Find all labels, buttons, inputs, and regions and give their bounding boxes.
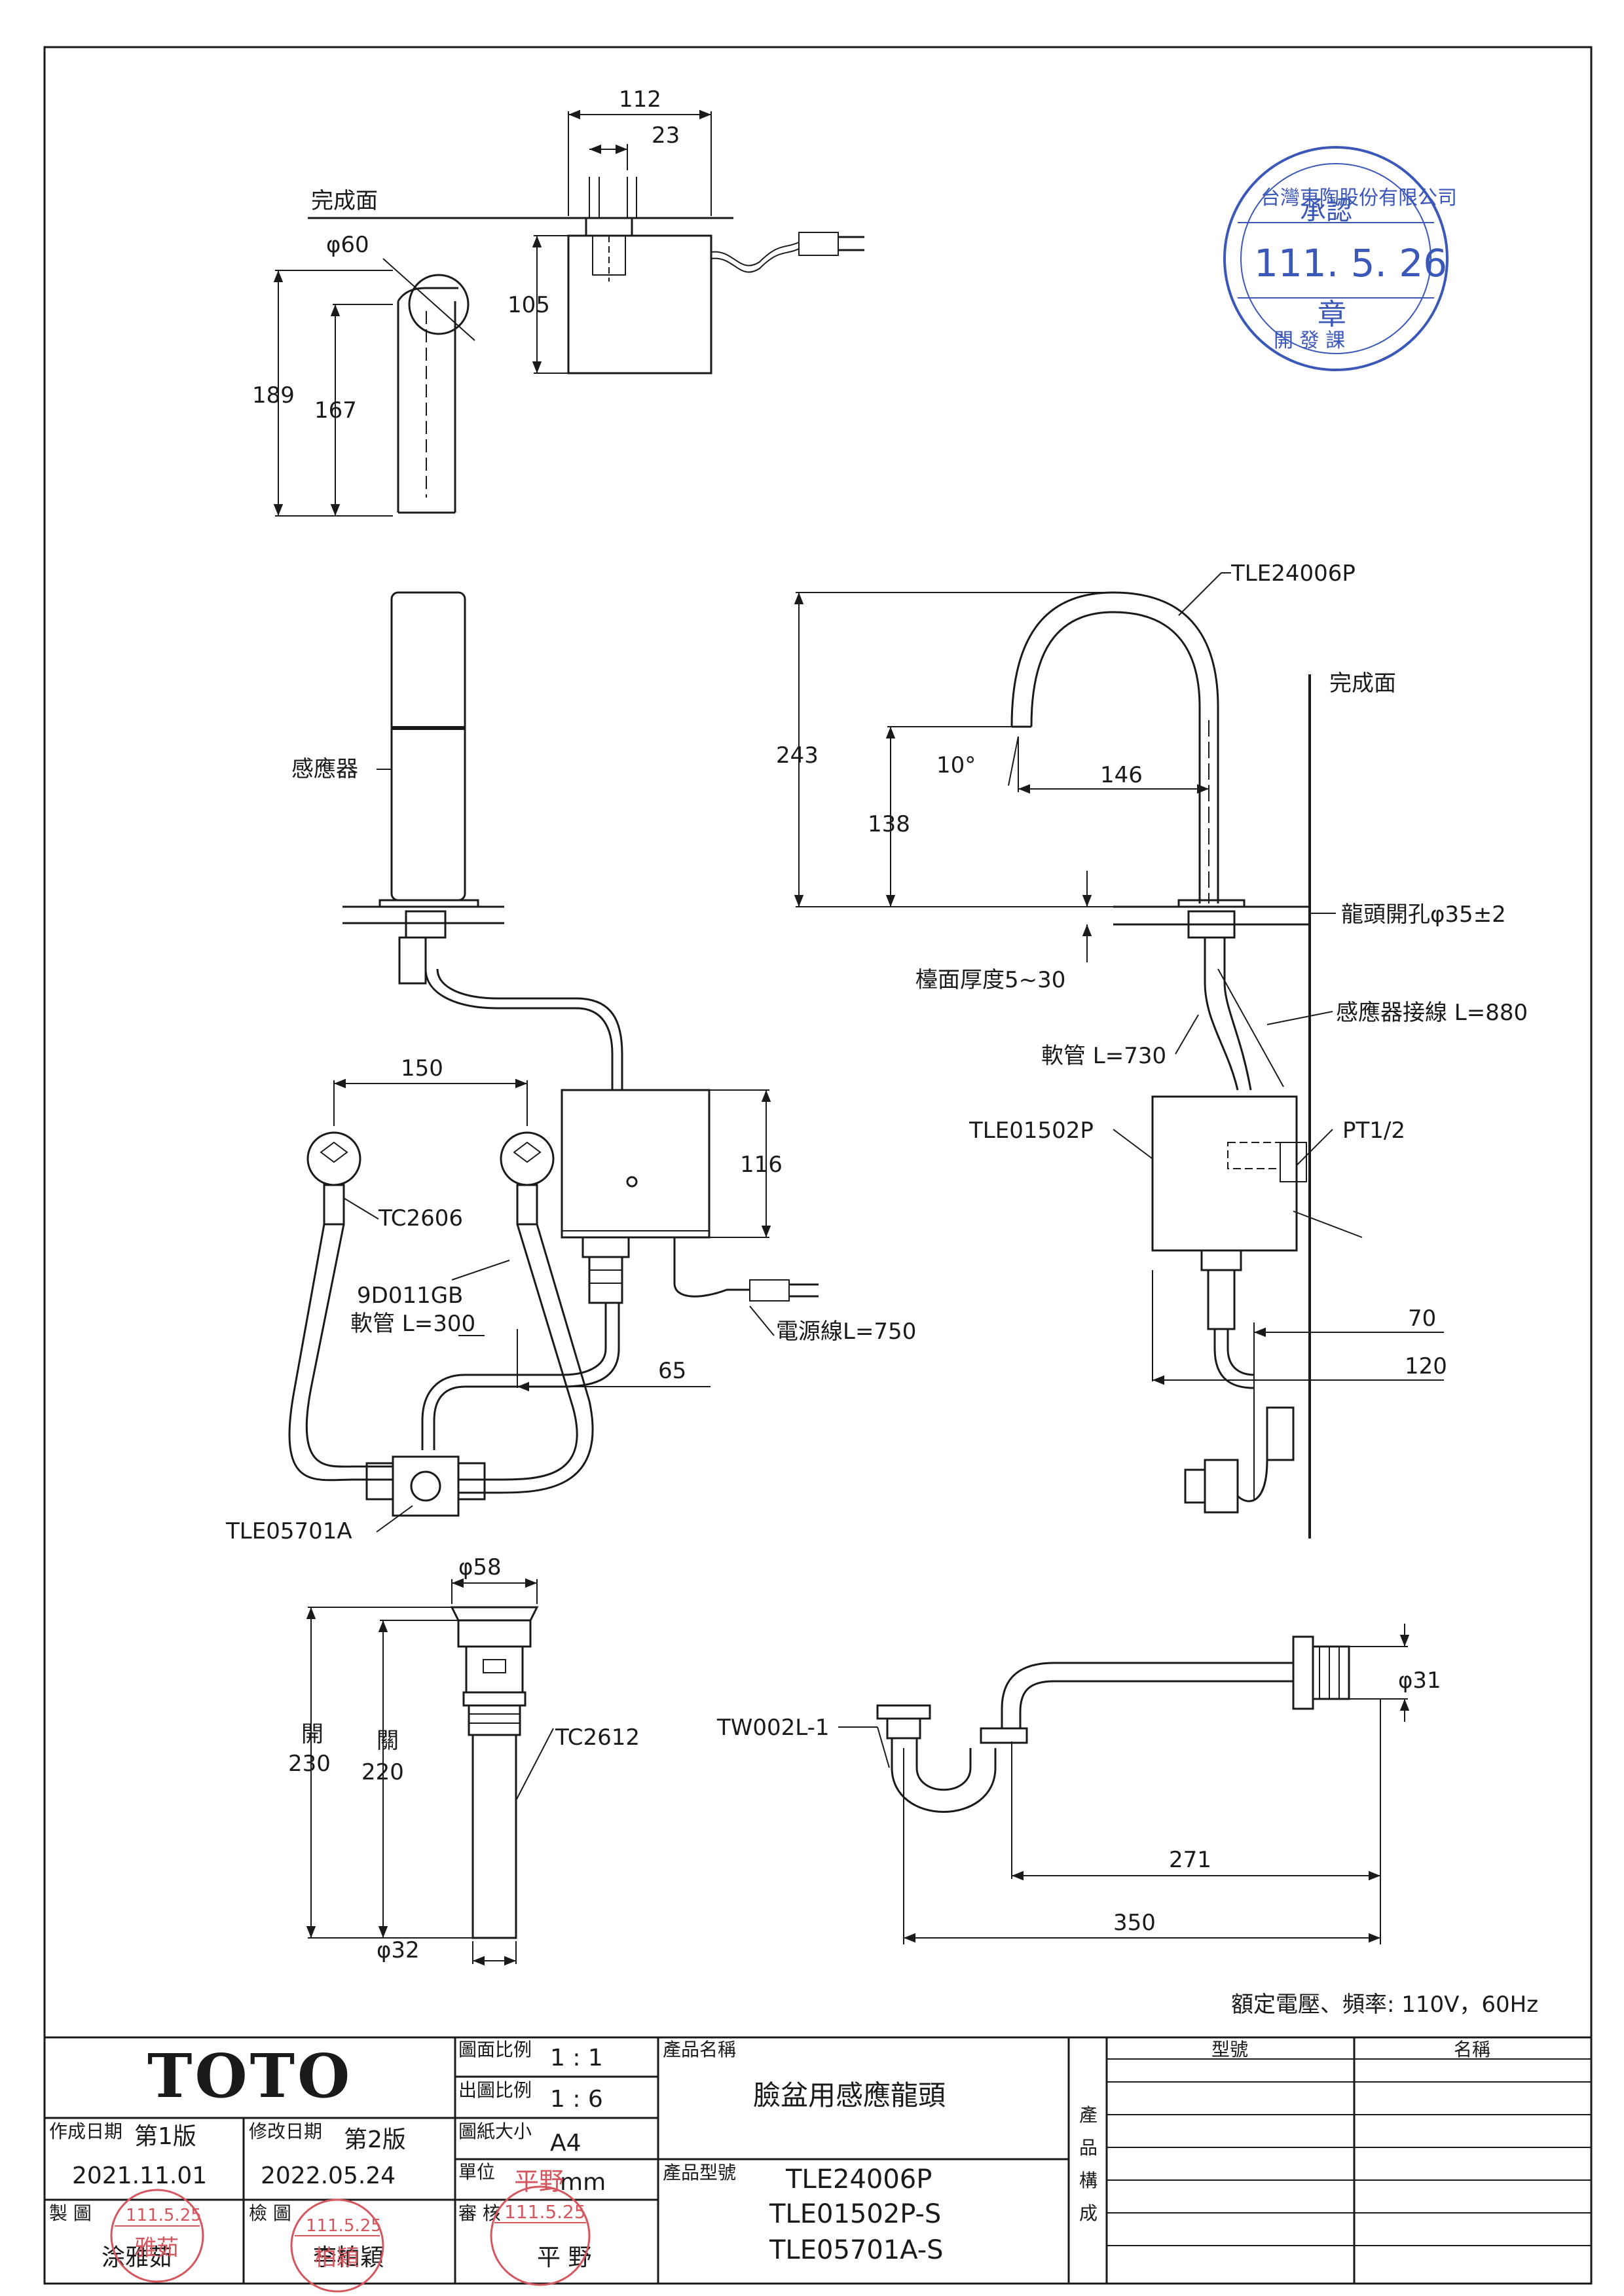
signature-stamps [110,2185,591,2293]
counter-thickness-label: 檯面厚度5~30 [915,967,1065,993]
drawn-label: 製 圖 [49,2202,92,2224]
drain-closed-value: 220 [361,1759,404,1785]
approval-stamp-date: 111. 5. 26 [1254,241,1447,285]
dim-23: 23 [652,122,680,149]
checked-label: 檢 圖 [249,2202,291,2224]
approval-stamp [1223,146,1449,371]
approval-stamp-top: 台灣東陶股份有限公司 [1261,187,1457,210]
output-scale-label: 出圖比例 [458,2079,532,2101]
reviewed-stamp-name: 平野 [514,2167,564,2196]
tc2606-label: TC2606 [378,1205,463,1231]
paper-size-label: 圖紙大小 [458,2121,532,2142]
dim-146: 146 [1100,762,1143,788]
col-name-header: 名稱 [1454,2039,1490,2060]
drain-open-value: 230 [288,1751,331,1777]
composition-char-3: 構 [1079,2170,1098,2191]
unit-value: mm [560,2169,606,2196]
drain-closed-label: 關 [377,1728,399,1754]
col-model-header: 型號 [1211,2039,1248,2060]
composition-char-2: 品 [1079,2137,1098,2159]
rated-spec: 額定電壓、頻率: 110V，60Hz [1231,1992,1538,2018]
front-view-leaders [343,769,775,1533]
created-date-label: 作成日期 [49,2121,122,2142]
dim-350: 350 [1113,1910,1156,1936]
drawing-scale-label: 圖面比例 [458,2039,532,2060]
sensor-cable-label: 感應器接線 L=880 [1336,1000,1528,1026]
top-finish-surface-label: 完成面 [311,188,378,214]
trap-model-label: TW002L-1 [716,1715,830,1741]
output-scale-value: 1 : 6 [550,2086,603,2113]
approval-stamp-approved: 承認 [1300,196,1352,226]
product-name-label: 產品名稱 [663,2039,736,2060]
tle05701a-label: TLE05701A [225,1518,352,1544]
composition-char-1: 產 [1079,2104,1098,2126]
dim-138: 138 [868,811,910,837]
created-version: 第1版 [134,2123,196,2150]
sensor-label: 感應器 [291,756,358,782]
dim-120: 120 [1405,1353,1447,1379]
modified-date: 2022.05.24 [261,2162,396,2189]
unit-label: 單位 [458,2161,495,2183]
hose-model-label: 9D011GB [357,1283,463,1309]
product-model-label: 產品型號 [663,2162,736,2183]
title-block-grid [45,2036,1591,2284]
side-view-leaders [1113,572,1336,1166]
product-model-3: TLE05701A-S [769,2235,944,2265]
checked-stamp-date: 111.5.25 [306,2216,382,2236]
composition-char-4: 成 [1079,2202,1098,2224]
dim-243: 243 [776,742,819,769]
reviewed-by: 平 野 [537,2244,591,2271]
created-date: 2021.11.01 [72,2162,207,2189]
modified-version: 第2版 [344,2126,406,2153]
dim-phi60: φ60 [326,232,369,258]
checked-stamp-name: 柏穎 [314,2245,359,2271]
trap-view [838,1624,1410,1944]
side-hose-label: 軟管 L=730 [1041,1043,1166,1069]
tle01502p-label: TLE01502P [969,1118,1094,1144]
dim-105: 105 [507,292,550,318]
hose-length-label: 軟管 L=300 [350,1311,475,1337]
side-finish-surface-label: 完成面 [1329,670,1396,697]
checked-by: 李柏穎 [313,2244,384,2271]
top-view [273,109,864,517]
power-cord-label: 電源線L=750 [776,1319,916,1345]
dim-phi32: φ32 [377,1937,420,1963]
dim-65: 65 [658,1358,686,1384]
approval-stamp-seal: 章 [1318,298,1346,331]
drain-open-label: 開 [301,1721,323,1747]
dim-271: 271 [1169,1847,1211,1873]
approval-stamp-bottom: 開 發 課 [1274,329,1345,352]
dim-167: 167 [314,397,357,424]
dim-112: 112 [619,86,661,113]
dim-phi31: φ31 [1398,1667,1441,1694]
tc2612-label: TC2612 [555,1724,640,1751]
drawn-stamp-name: 雅茹 [134,2235,179,2261]
side-model-label: TLE24006P [1230,560,1356,587]
faucet-hole-label: 龍頭開孔φ35±2 [1341,902,1506,928]
reviewed-stamp-date: 111.5.25 [504,2201,586,2223]
angle-10: 10° [936,752,976,778]
product-name: 臉盆用感應龍頭 [753,2079,946,2111]
dim-189: 189 [252,382,295,409]
dim-70: 70 [1408,1305,1436,1332]
modified-date-label: 修改日期 [249,2121,322,2142]
drain-view [306,1578,554,1966]
side-view [794,591,1444,1539]
drawing-border [43,46,1593,2285]
dim-150: 150 [401,1055,443,1082]
dim-phi58: φ58 [458,1554,502,1580]
product-model-1: TLE24006P [785,2164,932,2195]
brand-logo: TOTO [147,2041,352,2111]
paper-size-value: A4 [550,2130,581,2157]
drawing-scale-value: 1 : 1 [550,2045,603,2071]
product-model-2: TLE01502P-S [769,2199,941,2229]
pt12-label: PT1/2 [1342,1118,1405,1144]
drawn-stamp-date: 111.5.25 [126,2206,202,2225]
dim-116: 116 [740,1152,783,1178]
front-view [288,591,819,1517]
